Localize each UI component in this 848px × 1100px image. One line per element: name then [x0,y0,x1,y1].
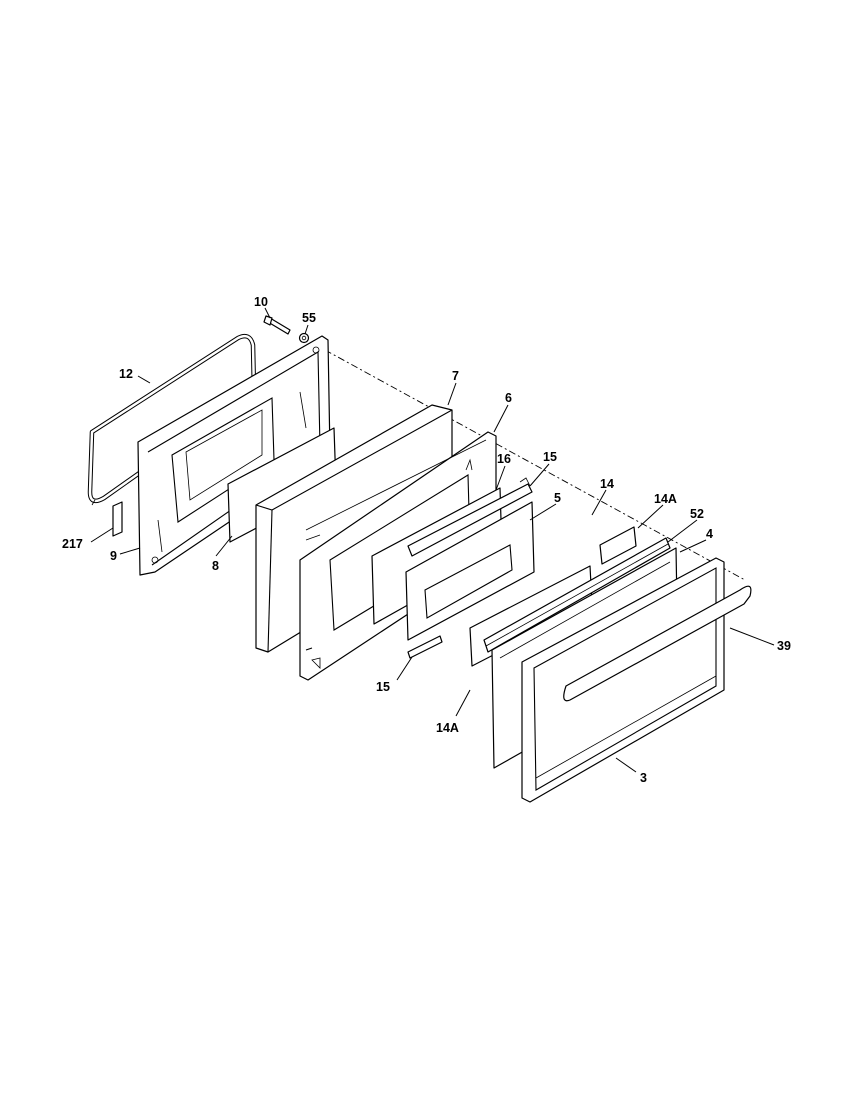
part-14A-spacer-upper [599,526,637,565]
callout-12: 12 [119,367,133,381]
part-15-lower-rail [407,635,443,659]
callout-55: 55 [302,311,316,325]
callout-5: 5 [554,491,561,505]
alignment-axis-line [324,349,746,581]
callout-217: 217 [62,537,83,551]
callout-14: 14 [600,477,614,491]
leader-lines [90,307,775,773]
callout-10: 10 [254,295,268,309]
part-5-inner-glass [405,501,535,641]
callout-labels: 10 55 12 7 6 16 15 5 14 14A 52 4 217 9 8… [62,295,791,785]
part-52-channel [483,537,671,653]
callout-7: 7 [452,369,459,383]
callout-15-upper: 15 [543,450,557,464]
callout-3: 3 [640,771,647,785]
callout-14A-upper: 14A [654,492,677,506]
part-10-screw [263,315,291,335]
callout-14A-lower: 14A [436,721,459,735]
callout-6: 6 [505,391,512,405]
callout-8: 8 [212,559,219,573]
callout-52: 52 [690,507,704,521]
part-4-outer-door-frame [521,557,725,803]
part-39-door-handle [563,585,752,702]
callout-9: 9 [110,549,117,563]
callout-15-lower: 15 [376,680,390,694]
part-55-nut [298,332,310,344]
callout-4: 4 [706,527,713,541]
callout-16: 16 [497,452,511,466]
part-217-bracket [112,501,123,537]
callout-39: 39 [777,639,791,653]
part-15-upper-rail [407,477,533,557]
